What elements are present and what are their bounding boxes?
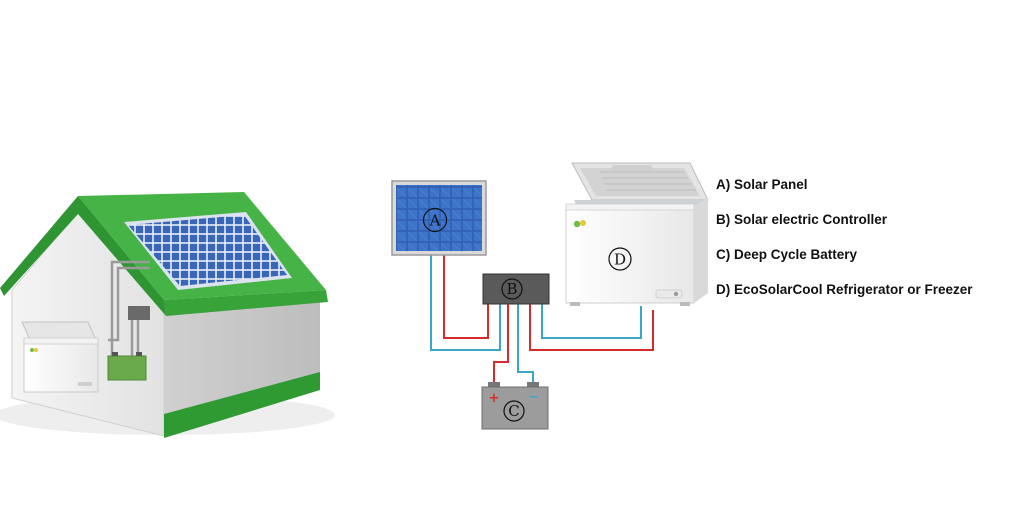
label-d: D [614,251,626,269]
label-circle-b [501,278,523,300]
battery-terminal-positive [488,382,500,388]
label-circle-c [503,400,525,422]
house-freezer [21,321,99,393]
battery: + − C [481,382,549,430]
label-a: A [429,212,441,230]
house-battery [107,355,147,381]
label-circle-d [608,247,632,271]
legend: A) Solar Panel B) Solar electric Control… [716,176,1016,316]
house-side-wall [164,294,320,436]
label-c: C [508,402,519,420]
panel-positive-wire [443,254,489,339]
solar-panel-cells [396,185,482,251]
freezer-logo [573,220,581,228]
battery-body [481,386,549,430]
freezer-negative-wire [541,304,642,339]
label-b: B [506,280,517,298]
freezer-side [694,198,708,303]
battery-positive-wire [493,304,509,384]
solar-controller: B [482,273,550,305]
legend-item-battery: C) Deep Cycle Battery [716,247,858,262]
house-base-strip [164,372,320,438]
solar-panel: A [391,180,487,256]
house-controller [128,306,150,320]
panel-negative-wire [430,254,501,351]
roof-gable-trim [0,196,166,316]
roof-solar-panel [128,215,287,286]
battery-terminal-negative [527,382,539,388]
chest-freezer: D [565,162,709,306]
legend-item-solar-panel: A) Solar Panel [716,177,808,192]
wiring [430,254,654,384]
battery-plus-sign: + [489,391,500,406]
label-circle-a [422,207,448,233]
roof-eave [164,290,328,316]
freezer-positive-wire [529,304,654,351]
legend-item-controller: B) Solar electric Controller [716,212,888,227]
legend-item-freezer: D) EcoSolarCool Refrigerator or Freezer [716,282,973,297]
battery-negative-wire [517,304,534,384]
controller-box [482,273,550,305]
battery-minus-sign: − [529,390,540,405]
house-illustration [0,192,335,438]
